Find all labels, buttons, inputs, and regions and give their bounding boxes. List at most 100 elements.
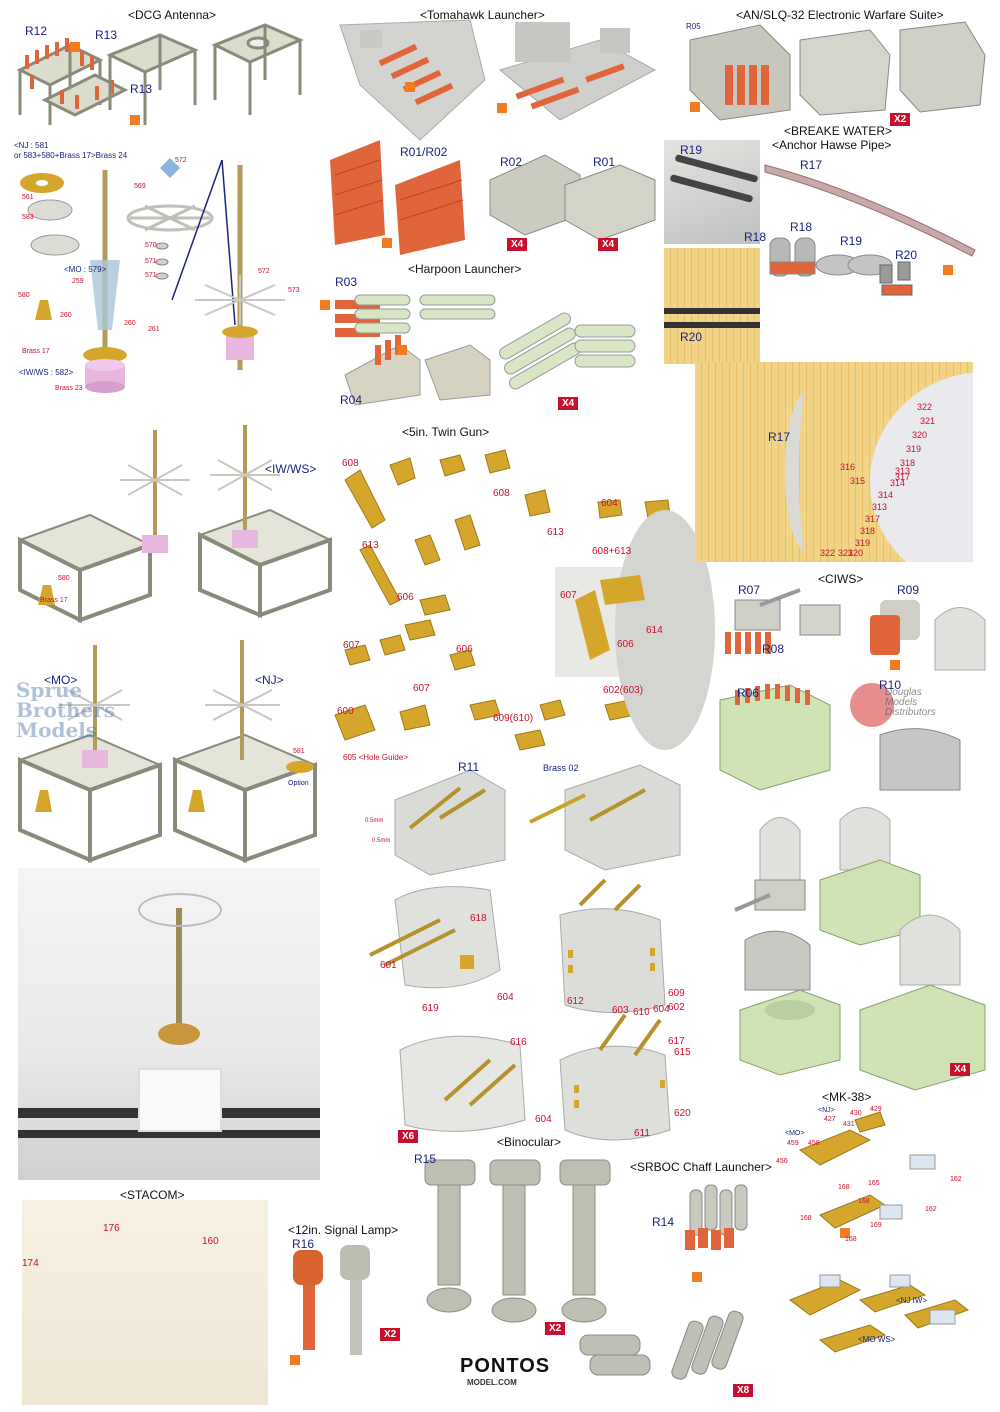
antenna-mast-2 <box>195 165 285 370</box>
turret-601-619 <box>369 886 501 989</box>
gun-turret-r11 <box>394 769 506 876</box>
label-r18-photo: R18 <box>744 230 767 244</box>
label-bw-4: 319 <box>906 444 922 454</box>
antenna-disc-parts <box>20 173 80 320</box>
breakwater-photo-r19-r18 <box>664 140 760 244</box>
label-607: 607 <box>343 640 360 651</box>
ciws-assembly-1 <box>734 817 806 912</box>
tomahawk-launcher-r01-r02 <box>330 140 465 255</box>
ciws-r07 <box>725 588 801 654</box>
section-title-ciws: <CIWS> <box>818 572 864 586</box>
slq32-unit-3 <box>899 21 986 113</box>
gun-detail-photo <box>555 510 715 750</box>
label-617: 617 <box>668 1036 685 1047</box>
label-259: 259 <box>72 278 84 285</box>
label-613b: 613 <box>547 527 564 538</box>
variant-nj-iw: <NJ IW> <box>896 1296 928 1305</box>
variant-nj: <NJ> <box>255 673 284 687</box>
label-bw-18: 322 <box>820 548 836 558</box>
variant-mo: <MO> <box>44 673 78 687</box>
watermark-dist-3: Distributors <box>885 707 936 718</box>
hawse-pipe-r18 <box>769 237 816 277</box>
label-brass17: Brass 17 <box>22 348 50 355</box>
label-162a: 162 <box>950 1176 962 1183</box>
multiplier-srboc: X8 <box>733 1384 754 1397</box>
label-bw-9: 313 <box>895 466 911 476</box>
label-r17: R17 <box>800 158 823 172</box>
resin-pins-r12 <box>25 38 114 109</box>
label-603: 603 <box>612 1005 629 1016</box>
label-r14: R14 <box>652 1215 675 1229</box>
section-title-twin-gun: <5in. Twin Gun> <box>402 425 490 439</box>
note-nj: <NJ : 581 <box>14 141 49 150</box>
mast-iwws-assembly-1 <box>17 430 190 624</box>
breakwater-r17-part <box>764 164 976 257</box>
label-bw-15: 319 <box>855 538 871 548</box>
label-608-613: 608+613 <box>592 546 632 557</box>
multiplier-ciws: X4 <box>950 1063 971 1076</box>
ciws-r09 <box>870 600 920 655</box>
multiplier-slq32: X2 <box>890 113 911 126</box>
label-602: 602 <box>668 1002 685 1013</box>
turret-616 <box>399 1035 526 1132</box>
label-601: 601 <box>380 960 397 971</box>
ciws-body <box>799 604 841 636</box>
label-608b: 608 <box>493 488 510 499</box>
label-600: 600 <box>337 706 354 717</box>
harpoon-assembled-1 <box>499 312 581 390</box>
harpoon-mount-2 <box>424 344 491 401</box>
srboc-assembled <box>579 1310 744 1380</box>
label-160: 160 <box>202 1236 219 1247</box>
tomahawk-deck-2 <box>498 22 657 121</box>
label-581: 581 <box>293 748 305 755</box>
mk38-nj-label: <NJ> <box>818 1107 835 1114</box>
antenna-star-part <box>160 158 180 178</box>
slq32-unit-2 <box>799 29 891 116</box>
multiplier-signal-lamp: X2 <box>380 1328 401 1341</box>
breakwater-photo-r20 <box>664 248 760 364</box>
label-580: 580 <box>18 292 30 299</box>
ciws-radome <box>934 607 986 671</box>
label-429: 429 <box>870 1106 882 1113</box>
label-612: 612 <box>567 996 584 1007</box>
antenna-spoke-ring <box>126 204 214 232</box>
label-hole-guide: 605 <Hole Guide> <box>343 753 408 762</box>
label-brass17b: Brass 17 <box>40 597 68 604</box>
label-bw-2: 321 <box>920 416 936 426</box>
label-168b: 168 <box>858 1198 870 1205</box>
section-title-dcg-antenna: <DCG Antenna> <box>128 8 217 22</box>
label-571a: 571 <box>145 258 157 265</box>
assembly-guide-line <box>171 159 223 301</box>
tomahawk-deck-1 <box>339 19 486 141</box>
ciws-base-ring <box>744 930 811 991</box>
label-option: Option <box>288 780 309 787</box>
dcg-frame-3 <box>211 23 304 115</box>
label-616: 616 <box>510 1037 527 1048</box>
label-d05b: 0.5mm <box>372 838 391 844</box>
section-title-tomahawk: <Tomahawk Launcher> <box>420 8 545 22</box>
label-bw-11: 314 <box>878 490 894 500</box>
label-r04: R04 <box>340 393 363 407</box>
label-260a: 260 <box>60 312 72 319</box>
multiplier-harpoon: X4 <box>558 397 579 410</box>
label-r03: R03 <box>335 275 358 289</box>
label-604d: 604 <box>535 1114 552 1125</box>
label-r13: R13 <box>95 28 118 42</box>
label-bw-16: 320 <box>848 548 864 558</box>
mast-nj-assembly <box>172 640 318 864</box>
watermark-line-2: Brothers <box>16 698 116 722</box>
mk38-mo-label: <MO> <box>785 1130 805 1137</box>
watermark-sprue-brothers: Sprue Brothers Models <box>16 680 115 740</box>
label-r20: R20 <box>895 248 918 262</box>
ciws-r06 <box>719 684 831 791</box>
label-r17-deck: R17 <box>768 430 791 444</box>
label-168a: 168 <box>838 1184 850 1191</box>
label-bw-14: 318 <box>860 526 876 536</box>
srboc-r14 <box>685 1184 748 1250</box>
label-bw-10: 314 <box>890 478 906 488</box>
stacom-photo-bg <box>22 1200 268 1405</box>
section-title-binocular: <Binocular> <box>497 1135 562 1149</box>
label-615: 615 <box>674 1047 691 1058</box>
label-168d: 168 <box>845 1236 857 1243</box>
